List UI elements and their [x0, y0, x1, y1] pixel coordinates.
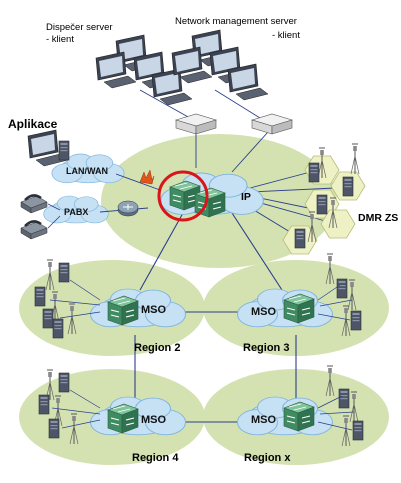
region-2-switch: [107, 295, 139, 326]
region-x-mso-label: MSO: [251, 414, 277, 426]
core-highlight-circle: [157, 170, 209, 222]
dmr-zs-label: DMR ZS: [358, 212, 399, 224]
phone-icon-2: [19, 220, 49, 241]
region-x-switch: [283, 401, 315, 432]
region-4-sites: [38, 369, 101, 445]
dispatcher-server-label: Dispečer server: [46, 22, 113, 33]
applications-server-tower: [58, 140, 70, 161]
region-2-mso-label: MSO: [141, 304, 167, 316]
phone-link-2: [47, 215, 61, 229]
lan-wan-label: LAN/WAN: [66, 166, 108, 176]
pabx-label: PABX: [64, 207, 89, 217]
nms-client-label: - klient: [272, 30, 300, 41]
region-3-label: Region 3: [243, 342, 290, 354]
applications-label: Aplikace: [8, 117, 58, 131]
region-3-sites: [317, 253, 362, 337]
dispatcher-client-label: - klient: [46, 34, 74, 45]
region-x-sites: [317, 365, 364, 447]
region-2-label: Region 2: [134, 342, 181, 354]
phone-link-1: [47, 203, 61, 211]
phone-icon-1: [19, 194, 49, 215]
firewall-icon: [139, 169, 155, 185]
region-4-label: Region 4: [132, 452, 179, 464]
region-x-label: Region x: [244, 452, 291, 464]
server-links: [139, 89, 269, 173]
region-4-switch: [107, 403, 139, 434]
dispatcher-server-box: [175, 113, 217, 135]
region-2-sites: [34, 259, 101, 339]
region-4-mso-label: MSO: [141, 414, 167, 426]
region-3-mso-label: MSO: [251, 306, 277, 318]
nms-workstations: [171, 29, 269, 101]
lan-wan-link: [115, 173, 161, 191]
ip-label: IP: [241, 191, 251, 203]
router-icon: [117, 200, 139, 217]
region-3-switch: [283, 293, 315, 324]
inter-region-links: [134, 212, 297, 423]
nms-server-label: Network management server: [175, 16, 297, 27]
